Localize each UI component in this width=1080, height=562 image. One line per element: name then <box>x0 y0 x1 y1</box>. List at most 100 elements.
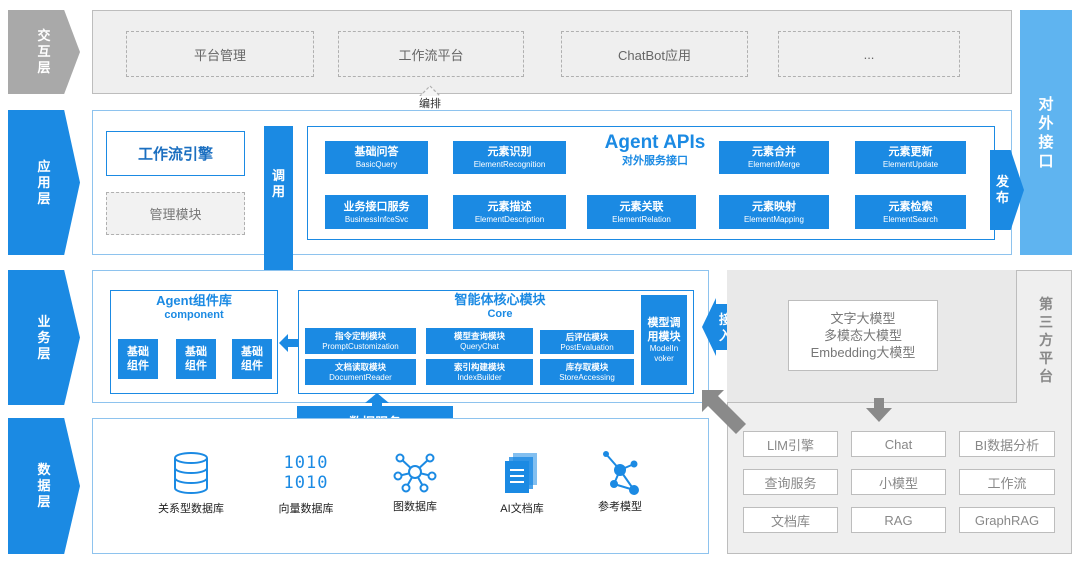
api-name-zh: 基础问答 <box>354 146 399 158</box>
component-library-subtitle: component <box>164 309 224 321</box>
interaction-item-label: 平台管理 <box>193 47 246 63</box>
network-icon <box>603 451 639 495</box>
core-prompt-customization-button[interactable]: 指令定制模块 PromptCustomization <box>305 328 416 354</box>
interaction-item-more[interactable]: ... <box>778 31 960 77</box>
workflow-engine-box[interactable]: 工作流引擎 <box>106 131 245 176</box>
data-item-label: 关系型数据库 <box>158 503 224 515</box>
interaction-item-label: ... <box>863 46 875 62</box>
api-element-relation-button[interactable]: 元素关联 ElementRelation <box>587 195 696 229</box>
tp-box-chat[interactable]: Chat <box>851 431 946 457</box>
tp-box-workflow[interactable]: 工作流 <box>959 469 1055 495</box>
core-name-zh: 库存取模块 <box>565 361 609 372</box>
core-store-accessing-button[interactable]: 库存取模块 StoreAccessing <box>540 359 634 385</box>
third-party-label: 第三方平台 <box>1039 296 1053 384</box>
interaction-item-workflow-platform[interactable]: 工作流平台 <box>338 31 524 77</box>
basic-component-3[interactable]: 基础组件 <box>232 339 272 379</box>
workflow-engine-label: 工作流引擎 <box>137 146 213 163</box>
basic-component-2[interactable]: 基础组件 <box>176 339 216 379</box>
tp-box-label: RAG <box>884 512 913 528</box>
api-name-en: BasicQuery <box>355 160 398 169</box>
agent-apis-title: Agent APIs <box>604 132 706 153</box>
third-party-down-arrow-icon <box>866 398 892 422</box>
model-invoker-label-en1: ModelIn <box>649 344 679 353</box>
api-element-search-button[interactable]: 元素检索 ElementSearch <box>855 195 966 229</box>
agent-apis-subtitle: 对外服务接口 <box>622 155 688 167</box>
tp-box-label: GraphRAG <box>974 512 1040 528</box>
api-name-zh: 元素识别 <box>487 146 532 158</box>
api-name-en: ElementRelation <box>612 214 671 224</box>
api-name-zh: 元素合并 <box>752 146 796 158</box>
tp-box-label: 小模型 <box>878 475 918 491</box>
basic-component-label: 基础组件 <box>127 346 149 372</box>
tp-box-bi-analysis[interactable]: BI数据分析 <box>959 431 1055 457</box>
publish-arrow-icon <box>990 150 1024 230</box>
api-element-update-button[interactable]: 元素更新 ElementUpdate <box>855 141 966 174</box>
layer-tab-label: 交互层 <box>37 28 51 75</box>
large-model-embedding: Embedding大模型 <box>810 345 916 360</box>
core-name-en: PromptCustomization <box>322 341 399 351</box>
tp-box-doc-lib[interactable]: 文档库 <box>743 507 838 533</box>
core-name-zh: 后评估模块 <box>565 331 609 342</box>
document-icon <box>505 453 537 493</box>
api-name-zh: 业务接口服务 <box>343 200 410 213</box>
basic-component-label: 基础组件 <box>185 346 207 372</box>
data-item-label: 图数据库 <box>393 501 437 513</box>
core-name-en: StoreAccessing <box>559 372 615 382</box>
basic-component-label: 基础组件 <box>241 346 263 372</box>
tp-box-query-service[interactable]: 查询服务 <box>743 469 838 495</box>
core-document-reader-button[interactable]: 文档读取模块 DocumentReader <box>305 359 416 385</box>
core-index-builder-button[interactable]: 索引构建模块 IndexBuilder <box>426 359 533 385</box>
database-icon <box>174 452 208 494</box>
api-name-zh: 元素映射 <box>752 200 796 213</box>
api-name-en: BusinessInfceSvc <box>344 214 409 224</box>
management-module-box[interactable]: 管理模块 <box>106 192 245 235</box>
api-name-en: ElementRecognition <box>473 160 546 169</box>
invoke-label: 调用 <box>271 167 285 199</box>
data-item-label: 向量数据库 <box>278 503 334 515</box>
core-post-evaluation-button[interactable]: 后评估模块 PostEvaluation <box>540 330 634 354</box>
layer-tab-label: 业务层 <box>37 313 51 361</box>
core-query-chat-button[interactable]: 模型查询模块 QueryChat <box>426 328 533 354</box>
tp-box-rag[interactable]: RAG <box>851 507 946 533</box>
api-name-en: ElementUpdate <box>882 160 939 169</box>
tp-box-llm-engine[interactable]: LlM引擎 <box>743 431 838 457</box>
third-party-diagonal-arrow-icon <box>702 390 746 434</box>
core-to-component-arrow-icon <box>279 334 299 352</box>
model-invoker-label-zh: 模型调用模块 <box>647 317 681 343</box>
data-item-relational-db[interactable]: 关系型数据库 <box>136 452 246 516</box>
data-item-graph-db[interactable]: 图数据库 <box>360 450 470 514</box>
tp-box-small-model[interactable]: 小模型 <box>851 469 946 495</box>
third-party-label-wrap: 第三方平台 <box>1030 280 1062 400</box>
api-element-recognition-button[interactable]: 元素识别 ElementRecognition <box>453 141 566 174</box>
layer-tab-label: 数据层 <box>37 462 51 509</box>
data-item-reference-model[interactable]: 参考模型 <box>565 448 675 514</box>
api-name-en: ElementSearch <box>883 214 938 224</box>
api-business-infce-svc-button[interactable]: 业务接口服务 BusinessInfceSvc <box>325 195 428 229</box>
model-invoker-button[interactable]: 模型调用模块 ModelIn voker <box>641 295 687 385</box>
core-name-zh: 指令定制模块 <box>334 330 386 341</box>
basic-component-1[interactable]: 基础组件 <box>118 339 158 379</box>
large-model-box[interactable]: 文字大模型 多模态大模型 Embedding大模型 <box>788 300 938 371</box>
core-name-zh: 索引构建模块 <box>453 361 505 372</box>
layer-tab-data: 数据层 <box>8 418 80 554</box>
api-element-merge-button[interactable]: 元素合并 ElementMerge <box>719 141 829 174</box>
api-element-description-button[interactable]: 元素描述 ElementDescription <box>453 195 566 229</box>
interaction-layer-frame <box>92 10 1012 94</box>
core-name-zh: 文档读取模块 <box>334 361 386 372</box>
external-interface-label: 对外接口 <box>1038 95 1054 170</box>
tp-box-graphrag[interactable]: GraphRAG <box>959 507 1055 533</box>
interaction-item-platform-mgmt[interactable]: 平台管理 <box>126 31 314 77</box>
interaction-item-label: 工作流平台 <box>398 47 464 63</box>
api-basic-query-button[interactable]: 基础问答 BasicQuery <box>325 141 428 174</box>
interaction-item-chatbot[interactable]: ChatBot应用 <box>561 31 748 77</box>
layer-tab-label: 应用层 <box>37 158 51 206</box>
core-name-zh: 模型查询模块 <box>453 330 505 341</box>
tp-box-label: LlM引擎 <box>767 437 814 453</box>
tp-box-label: 工作流 <box>987 475 1027 491</box>
api-element-mapping-button[interactable]: 元素映射 ElementMapping <box>719 195 829 229</box>
component-library-title: Agent组件库 <box>156 293 232 308</box>
data-item-ai-doc-lib[interactable]: AI文档库 <box>467 452 577 516</box>
api-name-en: ElementMerge <box>747 160 801 169</box>
large-model-text: 文字大模型 <box>830 311 896 326</box>
